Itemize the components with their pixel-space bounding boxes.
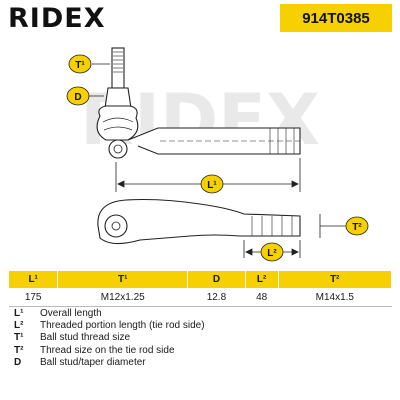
legend-symbol: T² [14, 344, 24, 356]
legend-symbol: L¹ [14, 308, 24, 319]
svg-text:L¹: L¹ [207, 180, 217, 191]
spec-header-l1: L¹ [7, 270, 59, 289]
label-t1: T¹ [68, 54, 92, 74]
technical-drawing: RIDEX [66, 47, 369, 262]
legend-text: Ball stud thread size [40, 332, 131, 344]
dimension-lines [86, 63, 346, 258]
legend-text: Overall length [40, 308, 102, 319]
legend-symbol: D [14, 356, 22, 368]
spec-header-t1: T¹ [57, 270, 189, 289]
tie-rod-end-side-view [97, 198, 301, 245]
legend-text: Ball stud/taper diameter [40, 356, 146, 368]
spec-table: L¹ T¹ D L² T² 175 M12x1.25 12.8 48 M14x1… [7, 270, 393, 307]
label-t2: T² [345, 216, 369, 236]
svg-text:T²: T² [352, 222, 362, 233]
spec-header-d: D [187, 270, 246, 289]
legend-item: L² Threaded portion length (tie rod side… [14, 320, 205, 332]
svg-text:D: D [74, 92, 81, 103]
spec-value-t2: M14x1.5 [278, 288, 392, 307]
legend-symbol: L² [14, 320, 24, 332]
header-bar: RIDEX 914T0385 [0, 0, 400, 36]
spec-header-t2: T² [277, 270, 393, 289]
label-l2: L² [260, 242, 284, 262]
spec-value-t1: M12x1.25 [57, 288, 188, 307]
spec-value-d: 12.8 [187, 288, 246, 307]
svg-text:L²: L² [267, 248, 277, 259]
legend-text: Thread size on the tie rod side [40, 344, 175, 356]
label-d: D [66, 86, 90, 106]
legend-item: T² Thread size on the tie rod side [14, 345, 205, 357]
spec-value-row: 175 M12x1.25 12.8 48 M14x1.5 [8, 288, 392, 307]
spec-header-row: L¹ T¹ D L² T² [7, 270, 393, 289]
tie-rod-end-top-view [96, 47, 301, 159]
legend-symbol: T¹ [14, 332, 24, 344]
svg-text:T¹: T¹ [75, 60, 85, 71]
legend-item: T¹ Ball stud thread size [14, 332, 205, 344]
brand-logo: RIDEX [8, 2, 106, 34]
legend: L¹ Overall length L² Threaded portion le… [14, 308, 205, 369]
legend-item: L¹ Overall length [14, 308, 205, 320]
spec-value-l1: 175 [8, 288, 58, 307]
part-number-badge: 914T0385 [280, 4, 392, 32]
spec-value-l2: 48 [245, 288, 279, 307]
label-l1: L¹ [200, 174, 224, 194]
legend-item: D Ball stud/taper diameter [14, 357, 205, 369]
legend-text: Threaded portion length (tie rod side) [40, 320, 205, 332]
spec-header-l2: L² [244, 270, 279, 289]
part-number: 914T0385 [302, 9, 370, 27]
